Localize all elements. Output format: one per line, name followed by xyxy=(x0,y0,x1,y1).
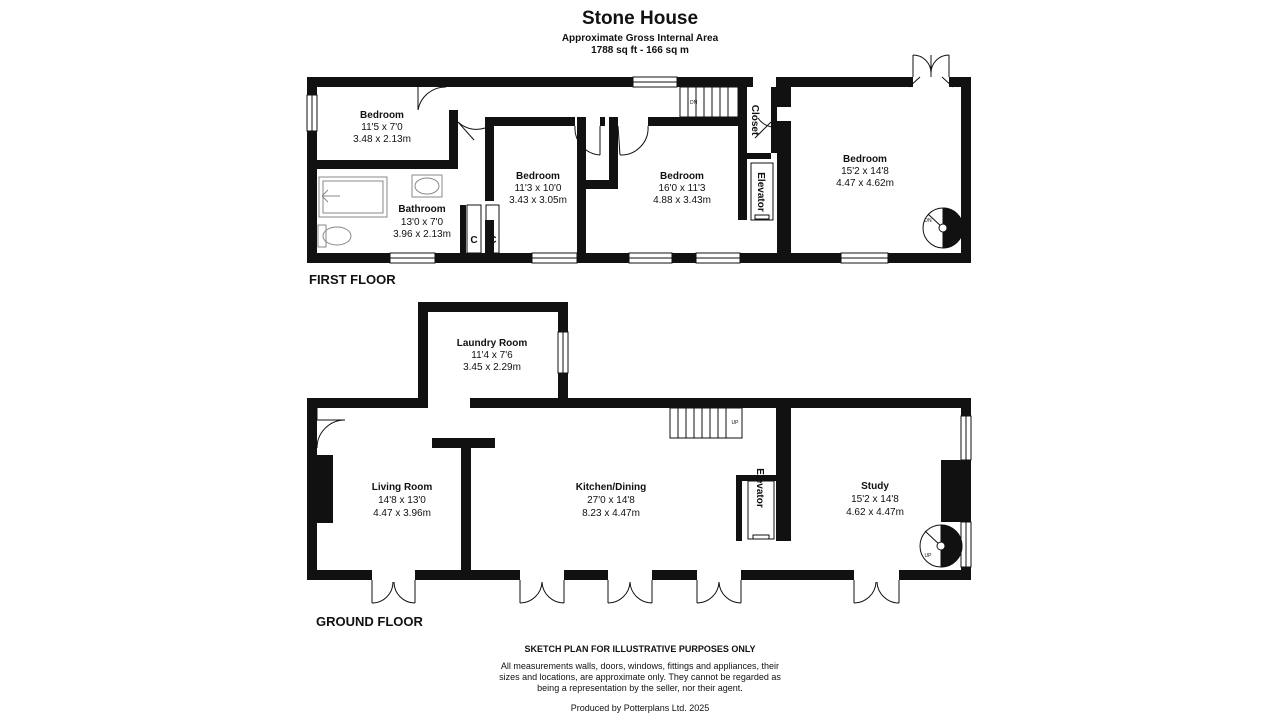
gf-kitchen-metric: 8.23 x 4.47m xyxy=(582,508,640,519)
plan-title: Stone House xyxy=(581,8,699,29)
gf-elevator-label: Elevator xyxy=(754,468,765,508)
gf-kitchen-imperial: 27'0 x 14'8 xyxy=(587,495,635,506)
ff-bathroom-name: Bathroom xyxy=(398,204,445,215)
gf-living-metric: 4.47 x 3.96m xyxy=(373,508,431,519)
ff-bedroom1-imperial: 11'5 x 7'0 xyxy=(361,122,403,133)
gf-laundry-name: Laundry Room xyxy=(457,338,528,349)
ground-floor-details xyxy=(316,331,972,604)
disclaimer-line-1: All measurements walls, doors, windows, … xyxy=(500,661,780,671)
gf-laundry-metric: 3.45 x 2.29m xyxy=(463,362,521,373)
ground-floor-label: GROUND FLOOR xyxy=(316,614,423,629)
ff-bedroom4-name: Bedroom xyxy=(843,154,887,165)
ff-closet-label: Closet xyxy=(749,105,760,136)
ground-floor-walls xyxy=(307,302,971,580)
gf-spiral-up: UP xyxy=(925,553,933,559)
gf-study-metric: 4.62 x 4.47m xyxy=(846,507,904,518)
disclaimer-title: SKETCH PLAN FOR ILLUSTRATIVE PURPOSES ON… xyxy=(524,644,756,654)
ff-cupboard-2: C xyxy=(489,235,496,246)
first-floor-details xyxy=(306,54,964,264)
ff-bathroom-metric: 3.96 x 2.13m xyxy=(393,229,451,240)
ff-bedroom3-imperial: 16'0 x 11'3 xyxy=(658,183,705,194)
first-floor-walls xyxy=(307,77,971,263)
ff-bedroom3-metric: 4.88 x 3.43m xyxy=(653,195,711,206)
ff-cupboard-1: C xyxy=(470,235,477,246)
disclaimer-line-3: being a representation by the seller, no… xyxy=(537,683,743,693)
gf-living-name: Living Room xyxy=(372,482,433,493)
first-floor-label: FIRST FLOOR xyxy=(309,272,396,287)
ff-bedroom4-imperial: 15'2 x 14'8 xyxy=(841,166,889,177)
ff-spiral-dn: DN xyxy=(924,218,932,224)
gf-living-imperial: 14'8 x 13'0 xyxy=(378,495,426,506)
ff-bedroom4-metric: 4.47 x 4.62m xyxy=(836,178,894,189)
gf-study-imperial: 15'2 x 14'8 xyxy=(851,494,899,505)
gf-study-name: Study xyxy=(861,481,889,492)
gf-laundry-imperial: 11'4 x 7'6 xyxy=(471,350,513,361)
ff-bedroom2-imperial: 11'3 x 10'0 xyxy=(514,183,561,194)
producer-credit: Produced by Potterplans Ltd. 2025 xyxy=(570,703,710,713)
ff-bedroom2-name: Bedroom xyxy=(516,171,560,182)
ff-bedroom3-name: Bedroom xyxy=(660,171,704,182)
plan-area: 1788 sq ft - 166 sq m xyxy=(591,45,689,56)
ff-elevator-label: Elevator xyxy=(755,172,766,212)
ff-bathroom-imperial: 13'0 x 7'0 xyxy=(401,217,444,228)
ff-bedroom1-metric: 3.48 x 2.13m xyxy=(353,134,411,145)
ff-bedroom2-metric: 3.43 x 3.05m xyxy=(509,195,567,206)
gf-kitchen-name: Kitchen/Dining xyxy=(576,482,647,493)
plan-subtitle: Approximate Gross Internal Area xyxy=(561,33,719,44)
gf-stair-up: UP xyxy=(732,420,740,426)
ff-stair-dn: DN xyxy=(690,100,698,106)
disclaimer-line-2: sizes and locations, are approximate onl… xyxy=(499,672,781,682)
ff-bedroom1-name: Bedroom xyxy=(360,110,404,121)
